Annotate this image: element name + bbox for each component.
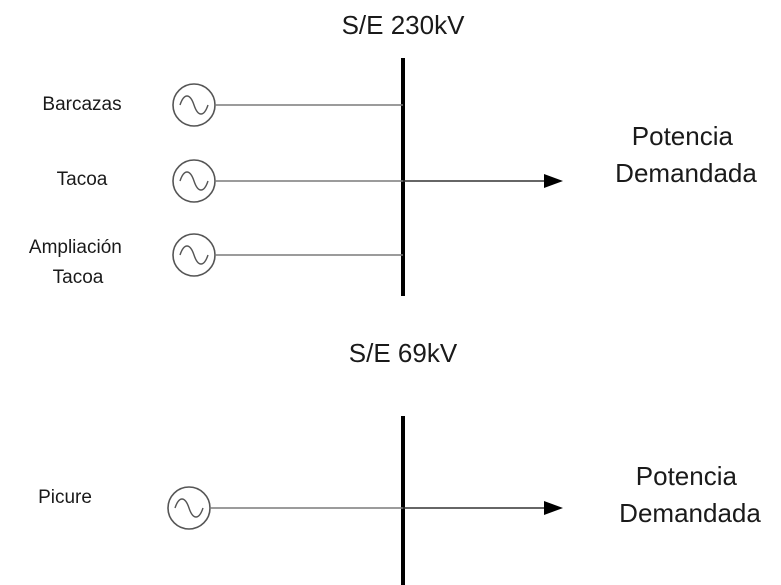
arrow-right-icon xyxy=(544,501,563,515)
demand-output: Potencia Demandada xyxy=(403,461,761,528)
generator-picure: Picure xyxy=(38,486,403,530)
demand-output: Potencia Demandada xyxy=(403,121,757,188)
generator-barcazas: Barcazas xyxy=(42,83,403,127)
arrow-right-icon xyxy=(544,174,563,188)
bus-title: S/E 69kV xyxy=(349,338,458,368)
generator-label: Ampliación Tacoa xyxy=(29,237,127,288)
generator-label: Tacoa xyxy=(57,169,108,190)
sine-wave-icon xyxy=(179,95,209,115)
generator-ampliacion-tacoa: Ampliación Tacoa xyxy=(29,233,403,288)
substation-69kv: S/E 69kV Picure Potencia Demandada xyxy=(38,338,761,585)
load-label: Potencia Demandada xyxy=(619,461,761,528)
sine-wave-icon xyxy=(174,498,204,518)
generator-tacoa: Tacoa xyxy=(57,159,403,203)
bus-title: S/E 230kV xyxy=(342,10,466,40)
sine-wave-icon xyxy=(179,171,209,191)
substation-230kv: S/E 230kV Barcazas Tacoa Ampliación Taco… xyxy=(29,10,757,296)
sine-wave-icon xyxy=(179,245,209,265)
generator-label: Picure xyxy=(38,487,92,508)
load-label: Potencia Demandada xyxy=(615,121,757,188)
generator-label: Barcazas xyxy=(42,94,121,115)
